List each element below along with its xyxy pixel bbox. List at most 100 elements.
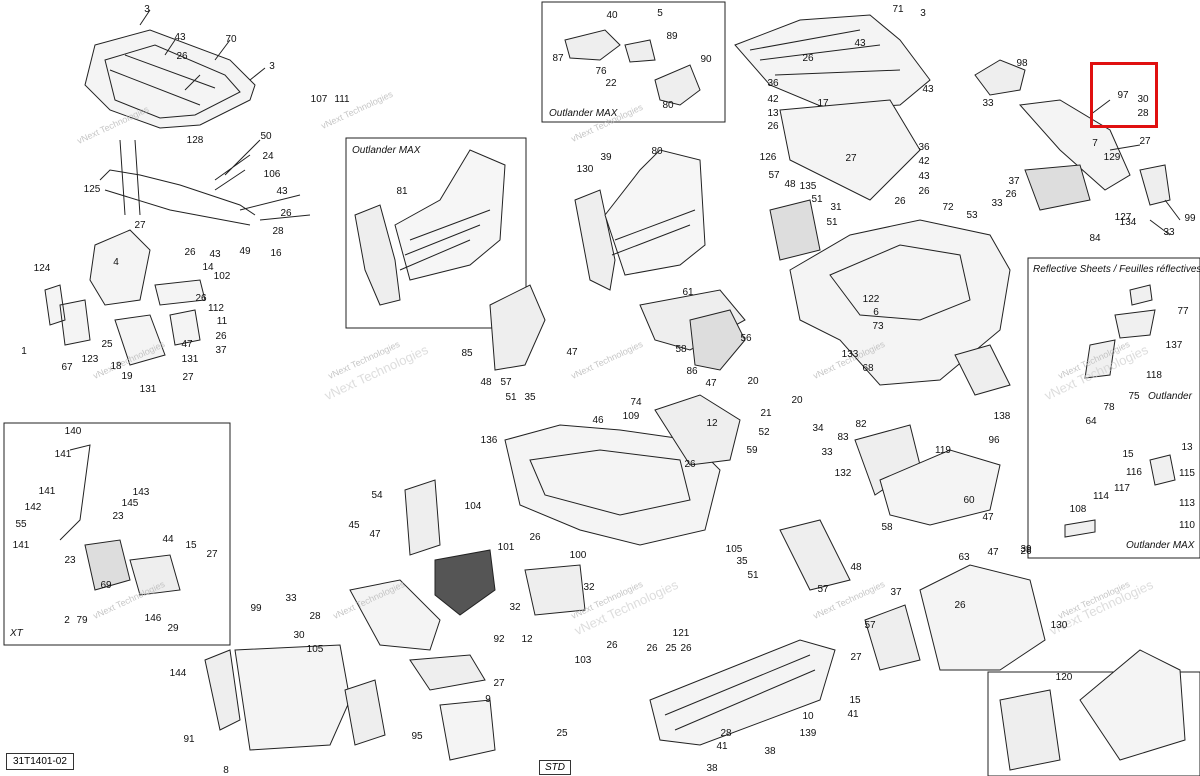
part-callout: 53 (966, 210, 978, 221)
part-callout: 72 (942, 202, 954, 213)
part-callout: 36 (918, 142, 930, 153)
part-callout: 98 (1016, 58, 1028, 69)
part-callout: 38 (764, 746, 776, 757)
highlight-box (1090, 62, 1158, 128)
part-callout: 37 (215, 345, 227, 356)
part-callout: 13 (767, 108, 779, 119)
part-callout: 26 (184, 247, 196, 258)
part-callout: 42 (767, 94, 779, 105)
part-callout: 49 (239, 246, 251, 257)
part-callout: 39 (1020, 544, 1032, 555)
part-callout: 87 (552, 53, 564, 64)
part-callout: 23 (64, 555, 76, 566)
part-callout: 41 (847, 709, 859, 720)
part-callout: 145 (121, 498, 139, 509)
part-callout: 47 (369, 529, 381, 540)
part-callout: 136 (480, 435, 498, 446)
part-callout: 51 (747, 570, 759, 581)
part-callout: 22 (605, 78, 617, 89)
part-callout: 43 (918, 171, 930, 182)
part-callout: 26 (918, 186, 930, 197)
part-callout: 51 (811, 194, 823, 205)
part-callout: 26 (684, 459, 696, 470)
part-callout: 130 (576, 164, 594, 175)
part-callout: 90 (700, 54, 712, 65)
part-callout: 28 (720, 728, 732, 739)
part-callout: 99 (1184, 213, 1196, 224)
part-callout: 27 (850, 652, 862, 663)
part-callout: 11 (216, 316, 228, 327)
part-callout: 102 (213, 271, 231, 282)
part-callout: 33 (821, 447, 833, 458)
box-title-xt: XT (10, 628, 23, 639)
part-callout: 56 (740, 333, 752, 344)
part-callout: 57 (500, 377, 512, 388)
part-callout: 57 (817, 584, 829, 595)
part-callout: 13 (1181, 442, 1193, 453)
part-callout: 28 (309, 611, 321, 622)
part-callout: 26 (195, 293, 207, 304)
part-callout: 32 (583, 582, 595, 593)
part-callout: 82 (855, 419, 867, 430)
part-callout: 27 (845, 153, 857, 164)
part-callout: 15 (849, 695, 861, 706)
part-callout: 86 (686, 366, 698, 377)
part-callout: 141 (12, 540, 30, 551)
part-callout: 113 (1179, 498, 1195, 509)
part-callout: 100 (569, 550, 587, 561)
part-callout: 43 (276, 186, 288, 197)
part-callout: 129 (1103, 152, 1121, 163)
part-callout: 9 (485, 694, 491, 705)
part-callout: 47 (566, 347, 578, 358)
part-callout: 4 (113, 257, 119, 268)
part-callout: 76 (595, 66, 607, 77)
part-callout: 81 (396, 186, 408, 197)
part-callout: 1 (21, 346, 27, 357)
part-callout: 6 (873, 307, 879, 318)
part-callout: 78 (1103, 402, 1115, 413)
part-callout: 42 (918, 156, 930, 167)
part-callout: 28 (272, 226, 284, 237)
part-callout: 26 (954, 600, 966, 611)
part-callout: 16 (270, 248, 282, 259)
part-callout: 71 (892, 4, 904, 15)
part-callout: 26 (680, 643, 692, 654)
part-callout: 26 (176, 51, 188, 62)
part-callout: 31 (830, 202, 842, 213)
part-callout: 18 (110, 361, 122, 372)
part-callout: 43 (209, 249, 221, 260)
part-callout: 46 (592, 415, 604, 426)
part-callout: 20 (747, 376, 759, 387)
part-callout: 3 (144, 4, 150, 15)
part-callout: 141 (38, 486, 56, 497)
part-callout: 50 (260, 131, 272, 142)
part-callout: 96 (988, 435, 1000, 446)
part-callout: 127 (1114, 212, 1132, 223)
part-callout: 120 (1055, 672, 1073, 683)
part-callout: 26 (529, 532, 541, 543)
part-callout: 34 (812, 423, 824, 434)
part-callout: 122 (862, 294, 880, 305)
part-callout: 73 (872, 321, 884, 332)
part-callout: 111 (334, 94, 350, 105)
part-callout: 14 (202, 262, 214, 273)
part-callout: 59 (746, 445, 758, 456)
part-callout: 138 (993, 411, 1011, 422)
part-callout: 41 (716, 741, 728, 752)
part-callout: 115 (1179, 468, 1195, 479)
part-callout: 27 (206, 549, 218, 560)
part-callout: 25 (101, 339, 113, 350)
part-callout: 80 (662, 100, 674, 111)
part-callout: 140 (64, 426, 82, 437)
part-callout: 105 (306, 644, 324, 655)
part-callout: 27 (182, 372, 194, 383)
part-callout: 128 (186, 135, 204, 146)
part-callout: 99 (250, 603, 262, 614)
part-callout: 125 (83, 184, 101, 195)
part-callout: 104 (464, 501, 482, 512)
part-callout: 101 (497, 542, 515, 553)
part-callout: 58 (675, 344, 687, 355)
part-callout: 52 (758, 427, 770, 438)
